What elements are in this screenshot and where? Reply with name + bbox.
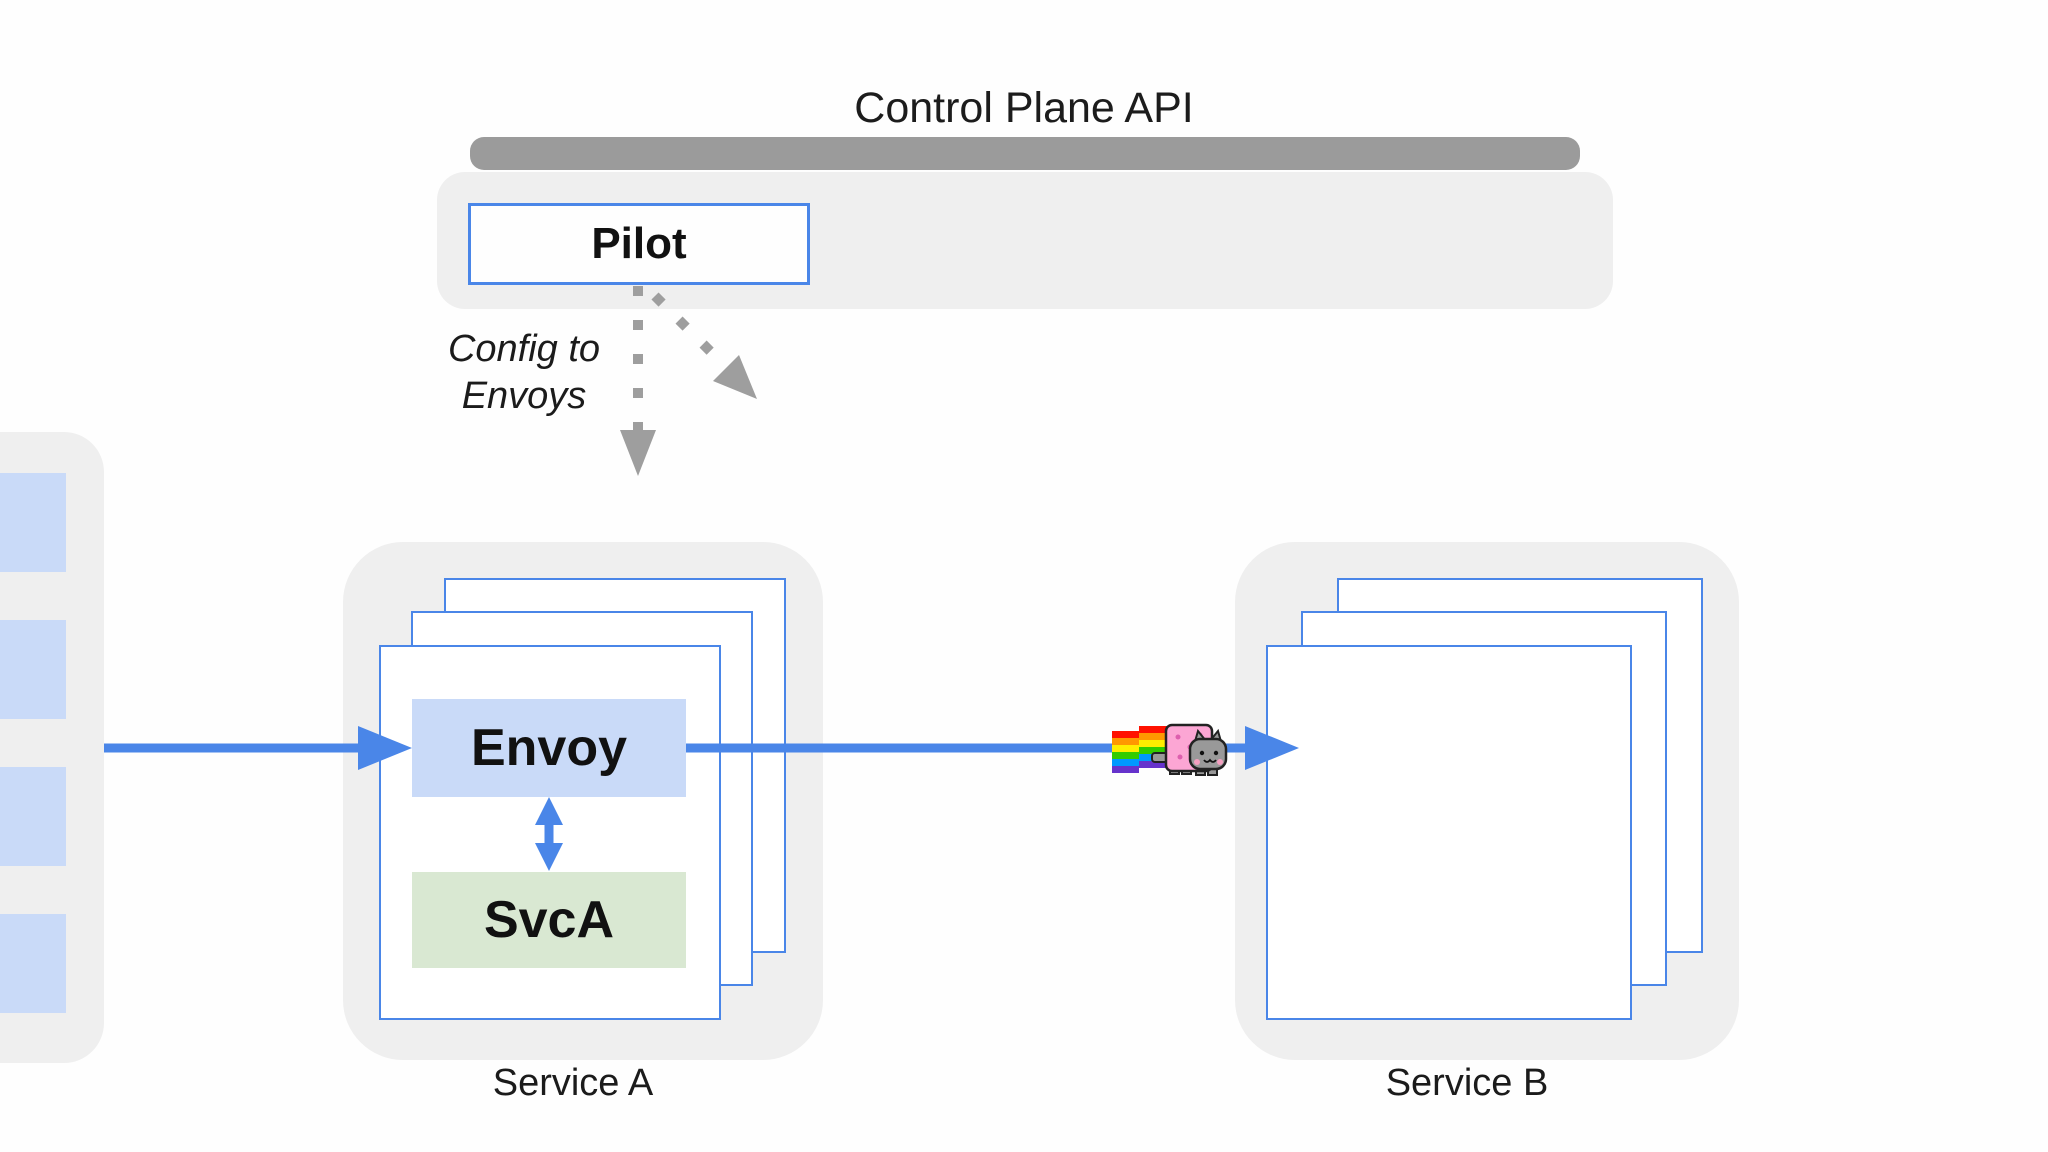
config-label-line2: Envoys — [461, 375, 587, 417]
control-plane-api-bar — [470, 137, 1580, 170]
service-a-label: Service A — [492, 1062, 654, 1104]
envoy-node: Envoy — [412, 699, 686, 797]
envoy-label: Envoy — [470, 719, 628, 777]
nyan-cat-icon — [1112, 723, 1228, 776]
service-b-label: Service B — [1385, 1062, 1549, 1104]
client-square — [0, 914, 66, 1013]
config-label-line1: Config to — [447, 328, 601, 370]
svca-node: SvcA — [412, 872, 686, 968]
control-plane-title: Control Plane API — [854, 84, 1194, 132]
service-b-replica-card — [1266, 645, 1632, 1020]
pilot-node: Pilot — [468, 203, 810, 285]
pilot-label: Pilot — [591, 219, 687, 268]
nyan-tail — [1151, 752, 1171, 763]
nyan-legs — [1169, 766, 1218, 776]
client-square — [0, 767, 66, 866]
client-square — [0, 620, 66, 719]
config-dotted-arrow-down — [620, 286, 656, 476]
config-dotted-arrow-diagonal — [651, 292, 757, 399]
svca-label: SvcA — [483, 891, 615, 949]
client-square — [0, 473, 66, 572]
nyan-poptart-body — [1164, 723, 1214, 773]
nyan-head — [1188, 728, 1228, 771]
nyan-rainbow — [1112, 726, 1169, 773]
nyan-sprinkles — [1175, 732, 1207, 762]
config-to-envoys-label: Config to Envoys — [436, 326, 612, 420]
